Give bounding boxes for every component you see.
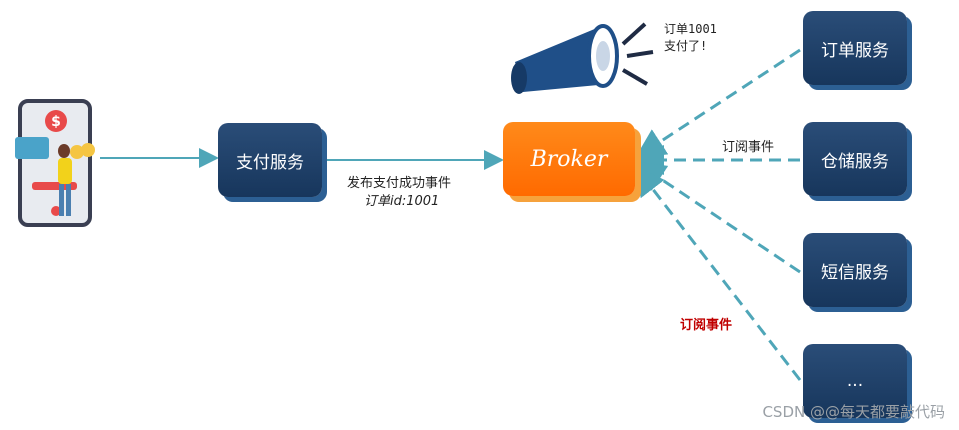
- megaphone-icon: [511, 22, 654, 94]
- announce-text-line2: 支付了!: [664, 39, 708, 53]
- order-service-label: 订单服务: [821, 40, 889, 61]
- more-services-label: ...: [846, 371, 864, 391]
- storage-service-label: 仓储服务: [821, 151, 889, 172]
- publish-event-label: 发布支付成功事件: [347, 176, 452, 191]
- more-service-subscribe-line: [634, 165, 802, 381]
- payment-service-label: 支付服务: [236, 152, 304, 173]
- svg-text:$: $: [51, 114, 61, 130]
- subscribe-event-label-top: 订阅事件: [722, 140, 775, 155]
- sms-service-subscribe-line: [635, 161, 801, 274]
- payment-service-box: 支付服务: [218, 123, 322, 197]
- watermark: CSDN @@每天都要敲代码: [762, 403, 945, 421]
- order-service-box: 订单服务: [803, 11, 907, 85]
- sms-service-label: 短信服务: [821, 262, 889, 283]
- announce-text-line1: 订单1001: [664, 22, 717, 36]
- broker-box: Broker: [503, 122, 635, 196]
- order-service-subscribe-line: [634, 48, 801, 159]
- publish-event-order-id: 订单id:1001: [364, 194, 440, 209]
- more-services-box: ...: [803, 344, 907, 418]
- subscribe-event-label-bottom: 订阅事件: [680, 318, 733, 333]
- broker-label: Broker: [530, 146, 608, 172]
- sms-service-box: 短信服务: [803, 233, 907, 307]
- mobile-payment-icon: $: [15, 99, 95, 227]
- storage-service-box: 仓储服务: [803, 122, 907, 196]
